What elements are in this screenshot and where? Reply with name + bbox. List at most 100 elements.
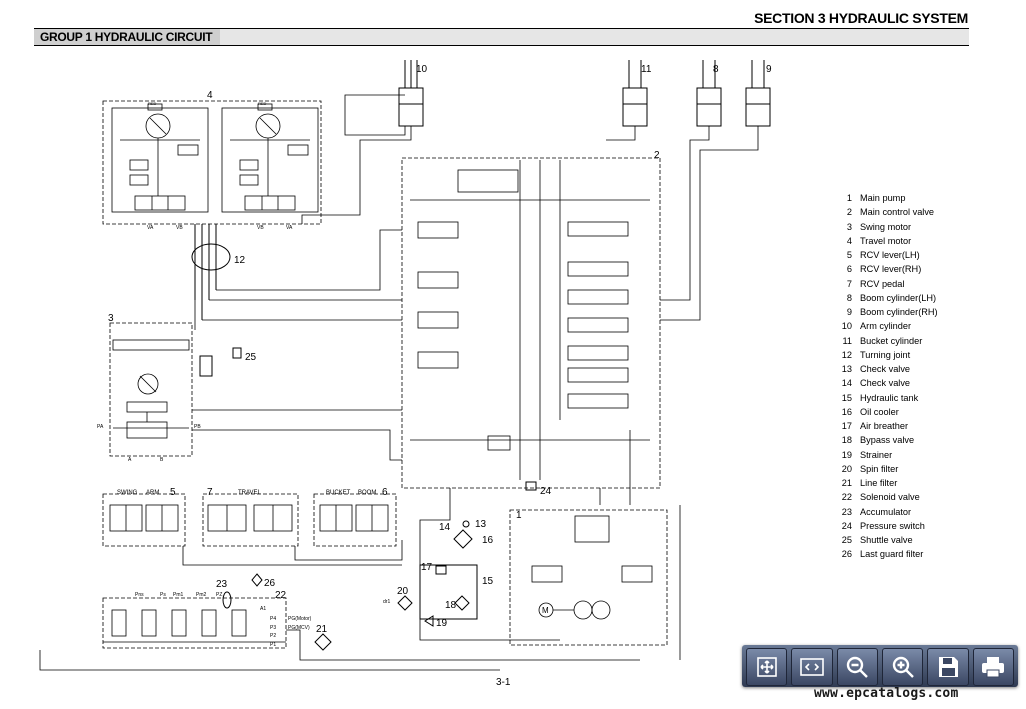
fit-page-icon	[756, 657, 777, 677]
print-button[interactable]	[972, 648, 1014, 686]
legend-item: 6 RCV lever(RH)	[836, 262, 938, 276]
legend-item: 21 Line filter	[836, 476, 938, 490]
legend-item-number: 16	[841, 406, 852, 417]
label-pns: Pns	[135, 592, 144, 598]
legend-item-number: 18	[841, 435, 852, 446]
label-pm1: Pm1	[173, 592, 184, 598]
legend-item-label: RCV pedal	[860, 278, 905, 289]
legend-item-label: Air breather	[860, 421, 909, 431]
label-red-left: RED	[148, 101, 157, 106]
line-filter	[314, 633, 332, 651]
label-travel: TRAVEL	[238, 490, 262, 496]
legend-item-number: 4	[846, 235, 852, 246]
fit-page-button[interactable]	[746, 648, 788, 686]
label-a: A	[128, 457, 132, 463]
legend-item-number: 6	[846, 264, 852, 275]
label-8: 8	[713, 64, 719, 75]
legend-item: 20 Spin filter	[836, 462, 938, 476]
strainer	[424, 615, 434, 627]
travel-motor-block	[102, 100, 322, 225]
legend-item-label: RCV lever(LH)	[860, 250, 920, 260]
label-dr1: dr1	[383, 599, 390, 605]
bypass-valve	[454, 595, 470, 611]
legend-item-number: 13	[841, 364, 852, 374]
legend-item-label: Accumulator	[860, 506, 912, 517]
legend-item-number: 22	[841, 492, 852, 503]
rcv-lever-lh	[102, 493, 186, 547]
label-4: 4	[207, 90, 213, 101]
save-icon	[938, 657, 958, 677]
label-p4: P4	[270, 616, 276, 622]
label-12: 12	[234, 255, 246, 266]
label-25: 25	[245, 352, 257, 363]
legend-item-label: Pressure switch	[860, 520, 925, 531]
legend-item-number: 1	[846, 193, 852, 203]
zoom-in-button[interactable]	[881, 648, 924, 686]
zoom-out-button[interactable]	[836, 648, 878, 686]
legend-item: 25 Shuttle valve	[836, 533, 938, 547]
watermark: www.epcatalogs.com	[814, 686, 959, 701]
legend-item-label: RCV lever(RH)	[860, 264, 922, 275]
legend-item: 13 Check valve	[836, 362, 938, 376]
legend-item-label: Line filter	[860, 478, 898, 488]
legend-item-number: 23	[841, 506, 852, 517]
page-number: 3-1	[496, 677, 511, 688]
print-icon	[982, 657, 1005, 678]
zoom-in-icon	[892, 656, 914, 678]
label-va-2: VA	[286, 225, 293, 231]
label-22: 22	[275, 590, 287, 601]
legend-item-label: Spin filter	[860, 463, 899, 474]
label-arm: ARM	[146, 490, 159, 496]
label-5: 5	[170, 487, 176, 498]
label-9: 9	[766, 64, 772, 75]
label-7: 7	[207, 487, 213, 498]
label-pb: PB	[194, 424, 201, 430]
legend-item-label: Shuttle valve	[860, 535, 913, 545]
rcv-lever-rh	[313, 493, 397, 547]
check-valve-13	[462, 520, 470, 528]
air-breather	[435, 565, 447, 575]
label-ps: Ps	[160, 592, 166, 598]
legend-item-label: Boom cylinder(LH)	[860, 292, 937, 303]
legend-item-number: 25	[841, 535, 852, 545]
legend-item-label: Arm cylinder	[860, 321, 912, 332]
label-va-1: VA	[147, 225, 154, 231]
legend-item-label: Check valve	[860, 364, 911, 374]
zoom-out-icon	[847, 656, 869, 678]
save-button[interactable]	[927, 648, 969, 686]
legend-item-label: Main pump	[860, 193, 906, 203]
legend-item-number: 20	[841, 463, 852, 474]
legend-item-label: Last guard filter	[860, 549, 924, 560]
legend-item-label: Check valve	[860, 378, 911, 389]
label-pm2: Pm2	[196, 592, 207, 598]
legend-item-number: 2	[846, 207, 852, 218]
legend-item-number: 15	[841, 392, 852, 403]
oil-cooler	[453, 529, 473, 549]
group-title-bar: GROUP 1 HYDRAULIC CIRCUIT	[34, 28, 969, 46]
legend-item-number: 21	[841, 478, 852, 488]
label-p3: P3	[270, 625, 276, 631]
label-vb-2: VB	[257, 225, 264, 231]
label-13: 13	[475, 519, 487, 530]
pressure-switch	[525, 481, 537, 491]
label-14: 14	[439, 522, 451, 533]
label-21: 21	[316, 624, 328, 635]
last-guard-filter	[251, 573, 263, 587]
legend-item-label: Bucket cylinder	[860, 335, 923, 346]
legend-item-number: 8	[846, 292, 852, 303]
label-23: 23	[216, 579, 228, 590]
legend-item-number: 17	[841, 421, 852, 431]
label-15: 15	[482, 576, 494, 587]
label-10: 10	[416, 64, 428, 75]
label-pg-motor: PG(Motor)	[288, 616, 312, 622]
fit-width-button[interactable]	[791, 648, 833, 686]
legend-item: 23 Accumulator	[836, 505, 938, 519]
label-motor-m: M	[542, 606, 549, 615]
legend-item-number: 26	[841, 549, 852, 560]
label-pg-mcv: PG(MCV)	[288, 625, 310, 631]
